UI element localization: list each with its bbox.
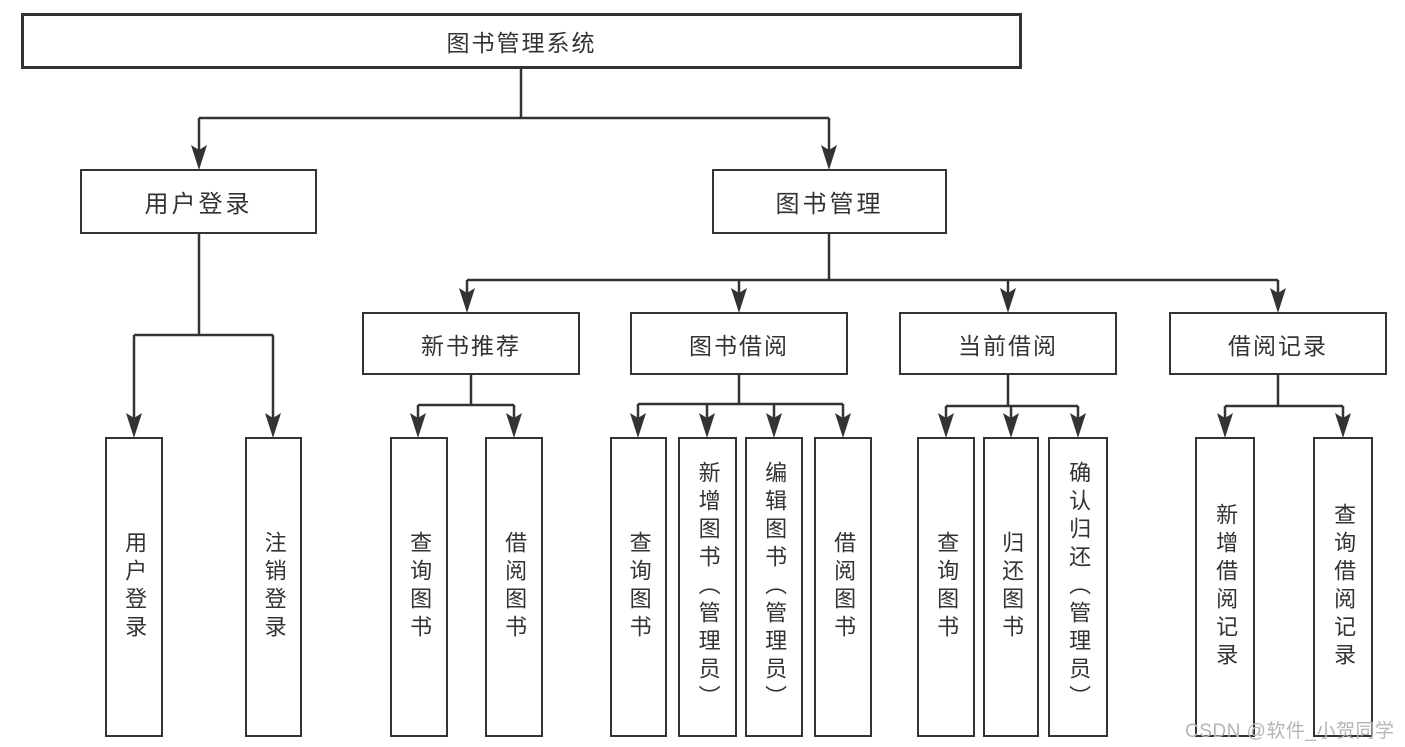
leaf-user-login: 用户登录 [105, 437, 163, 737]
node-new-book-recommend: 新书推荐 [362, 312, 580, 375]
node-root-system: 图书管理系统 [21, 13, 1022, 69]
leaf-add-borrow-record: 新增借阅记录 [1195, 437, 1255, 737]
node-label: 图书借阅 [689, 332, 789, 359]
leaf-label: 用户登录 [122, 531, 148, 643]
node-label: 借阅记录 [1228, 332, 1328, 359]
leaf-label: 查询图书 [934, 531, 960, 643]
leaf-label: 归还图书 [999, 531, 1025, 643]
leaf-label: 借阅图书 [831, 531, 857, 643]
leaf-label: 借阅图书 [502, 531, 528, 643]
node-label: 新书推荐 [421, 332, 521, 359]
leaf-edit-book-admin: 编辑图书（管理员） [745, 437, 803, 737]
leaf-label: 编辑图书（管理员） [762, 461, 788, 713]
leaf-label: 查询借阅记录 [1331, 503, 1357, 671]
arrow-down-icon [459, 288, 475, 313]
arrow-down-icon [699, 413, 715, 438]
arrow-down-icon [506, 413, 522, 438]
arrow-down-icon [630, 413, 646, 438]
connector-current-to-leaves [944, 375, 1080, 418]
arrow-down-icon [835, 413, 851, 438]
leaf-label: 新增图书（管理员） [695, 461, 721, 713]
leaf-query-books-borrow: 查询图书 [610, 437, 667, 737]
leaf-label: 查询图书 [626, 531, 652, 643]
leaf-label: 查询图书 [407, 531, 433, 643]
node-book-borrow: 图书借阅 [630, 312, 848, 375]
arrow-down-icon [1335, 413, 1351, 438]
node-book-management: 图书管理 [712, 169, 947, 234]
arrow-down-icon [410, 413, 426, 438]
connector-records-to-leaves [1223, 375, 1345, 418]
node-user-login: 用户登录 [80, 169, 317, 234]
arrow-down-icon [191, 145, 207, 170]
connector-manage-to-level3 [465, 234, 1280, 294]
arrow-down-icon [126, 413, 142, 438]
arrow-down-icon [766, 413, 782, 438]
leaf-query-books-current: 查询图书 [917, 437, 975, 737]
arrow-down-icon [1217, 413, 1233, 438]
node-label: 用户登录 [144, 191, 253, 218]
node-label: 图书管理 [775, 191, 884, 218]
connector-recommend-to-leaves [416, 375, 516, 418]
node-current-borrow: 当前借阅 [899, 312, 1117, 375]
leaf-query-books-recommend: 查询图书 [390, 437, 448, 737]
arrow-down-icon [265, 413, 281, 438]
leaf-logout: 注销登录 [245, 437, 302, 737]
arrow-down-icon [731, 288, 747, 313]
csdn-watermark: CSDN @软件_小贺同学 [1185, 721, 1395, 742]
arrow-down-icon [821, 145, 837, 170]
leaf-label: 注销登录 [261, 531, 287, 643]
node-label: 当前借阅 [958, 332, 1058, 359]
node-borrow-records: 借阅记录 [1169, 312, 1387, 375]
leaf-return-book: 归还图书 [983, 437, 1039, 737]
arrow-down-icon [938, 413, 954, 438]
connector-borrow-to-leaves [636, 375, 845, 418]
connector-root-to-level2 [197, 69, 831, 150]
leaf-borrow-books: 借阅图书 [814, 437, 872, 737]
leaf-query-borrow-record: 查询借阅记录 [1313, 437, 1373, 737]
connector-login-to-leaves [132, 234, 275, 418]
leaf-borrow-books-recommend: 借阅图书 [485, 437, 543, 737]
leaf-label: 新增借阅记录 [1213, 503, 1239, 671]
leaf-add-book-admin: 新增图书（管理员） [678, 437, 737, 737]
leaf-confirm-return-admin: 确认归还（管理员） [1048, 437, 1108, 737]
leaf-label: 确认归还（管理员） [1066, 461, 1092, 713]
arrow-down-icon [1000, 288, 1016, 313]
arrow-down-icon [1270, 288, 1286, 313]
arrow-down-icon [1003, 413, 1019, 438]
arrow-down-icon [1070, 413, 1086, 438]
node-label: 图书管理系统 [446, 30, 597, 56]
